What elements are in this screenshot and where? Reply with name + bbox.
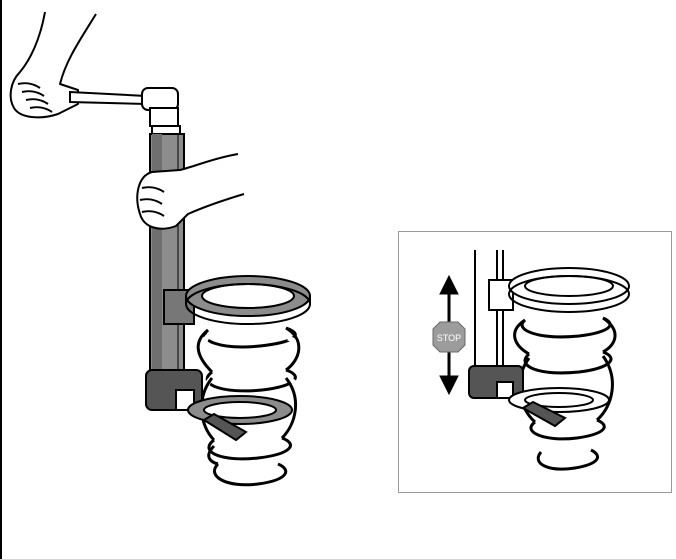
lower-spring-clamp — [145, 369, 293, 442]
inset-upper-spring-plate — [488, 267, 630, 313]
upper-spring-plate — [163, 275, 311, 325]
detail-inset: STOP — [398, 231, 672, 493]
ratchet-wrench-icon — [69, 87, 179, 127]
upper-hand-icon — [9, 11, 97, 119]
detail-illustration: STOP — [432, 250, 630, 471]
stop-sign-label: STOP — [437, 333, 461, 343]
inset-column — [474, 250, 504, 382]
page-left-border — [0, 0, 2, 559]
inset-lower-spring-clamp — [468, 365, 610, 428]
spring-compressor-column — [149, 125, 185, 375]
inset-coil-spring-icon — [513, 316, 617, 471]
stop-sign-icon: STOP — [432, 321, 466, 353]
lower-hand-icon — [136, 153, 245, 230]
